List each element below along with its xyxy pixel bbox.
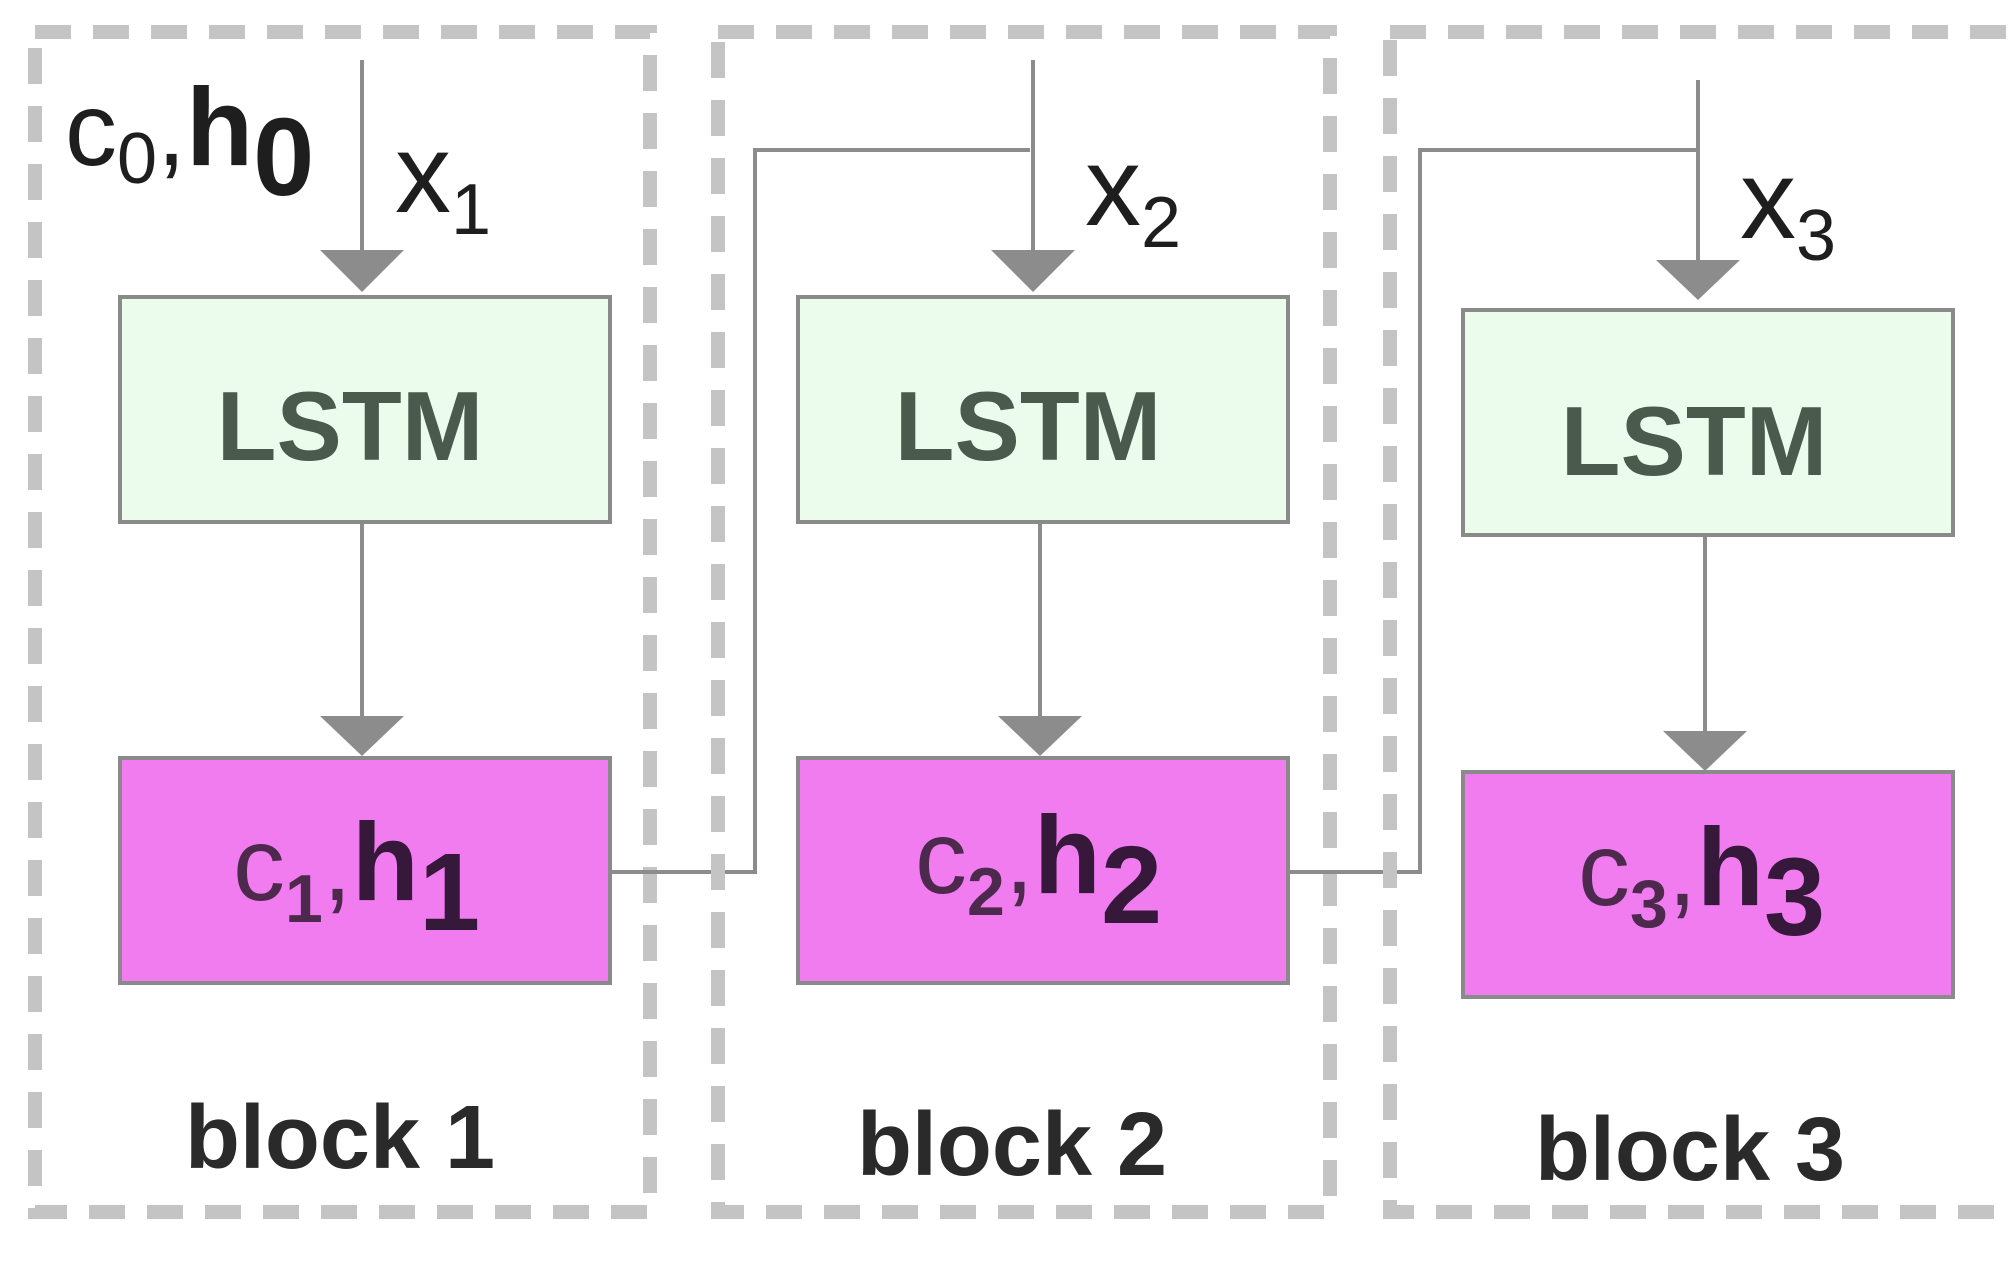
block-1-state-h-sub: 1 — [419, 831, 480, 954]
block-2-input-label: x2 — [1085, 124, 1181, 263]
block-1-state-c-sub: 1 — [285, 861, 323, 937]
block-2-lstm-box — [796, 295, 1290, 524]
block-2: LSTM c2,h2 block 2 — [711, 25, 1337, 1219]
block-3-lstm-box — [1461, 308, 1955, 537]
block-2-state-c-sub: 2 — [967, 854, 1005, 930]
block-2-output-arrowhead — [998, 716, 1082, 756]
block-3-input-sub: 3 — [1796, 196, 1836, 276]
block-2-label: block 2 — [857, 1095, 1167, 1195]
initial-state-label: c0,h0 — [65, 66, 314, 219]
block-3-state-c: c — [1578, 812, 1630, 928]
block-3-label: block 3 — [1535, 1100, 1845, 1200]
initial-state-c-sub: 0 — [117, 119, 157, 199]
block-3-output-arrowhead — [1663, 731, 1747, 771]
block-1-input-label: x1 — [395, 111, 491, 250]
block-1-input-arrowhead — [320, 250, 404, 292]
block-3-state-h: h — [1697, 806, 1764, 929]
initial-state-c: c — [65, 72, 117, 188]
block-3-state-label: c3,h3 — [1578, 806, 1825, 959]
block-1-state-c: c — [233, 807, 285, 923]
block-1-output-arrowhead — [320, 716, 404, 756]
block-2-lstm-label: LSTM — [895, 371, 1162, 481]
block-3-state-h-sub: 3 — [1764, 836, 1825, 959]
block-3: LSTM c3,h3 block 3 — [1383, 25, 2008, 1219]
block-2-state-label: c2,h2 — [915, 794, 1162, 947]
block-1-state-box — [118, 756, 612, 985]
block-2-input-sub: 2 — [1141, 183, 1181, 263]
initial-state-h: h — [186, 66, 253, 189]
block-3-lstm-label: LSTM — [1561, 386, 1828, 496]
block-1-frame — [28, 25, 657, 1219]
block-3-input-x: x — [1740, 137, 1796, 262]
block-1-input-sub: 1 — [451, 170, 491, 250]
block-3-state-sep: , — [1668, 812, 1697, 928]
block-2-state-c: c — [915, 800, 967, 916]
block-1-lstm-box — [118, 295, 612, 524]
initial-state-sep: , — [157, 72, 186, 188]
block-3-state-box — [1461, 770, 1955, 999]
block-2-state-sep: , — [1005, 800, 1034, 916]
connector-1-to-2 — [612, 148, 1030, 874]
block-3-input-arrowhead — [1656, 260, 1740, 300]
block-2-state-h-sub: 2 — [1101, 824, 1162, 947]
block-1-lstm-label: LSTM — [217, 371, 484, 481]
block-2-input-x: x — [1085, 124, 1141, 249]
block-2-state-box — [796, 756, 1290, 985]
block-3-state-c-sub: 3 — [1630, 866, 1668, 942]
block-1-state-sep: , — [323, 807, 352, 923]
block-1-input-x: x — [395, 111, 451, 236]
block-1: LSTM c1,h1 block 1 — [28, 25, 657, 1219]
block-2-state-h: h — [1034, 794, 1101, 917]
connector-2-to-3 — [1290, 148, 1700, 874]
block-2-input-arrowhead — [991, 250, 1075, 292]
block-1-state-h: h — [352, 801, 419, 924]
block-3-frame — [1383, 25, 2008, 1219]
block-3-input-label: x3 — [1740, 137, 1836, 276]
block-2-frame — [711, 25, 1337, 1219]
block-1-state-label: c1,h1 — [233, 801, 480, 954]
block-1-label: block 1 — [185, 1088, 495, 1188]
initial-state-h-sub: 0 — [253, 96, 314, 219]
